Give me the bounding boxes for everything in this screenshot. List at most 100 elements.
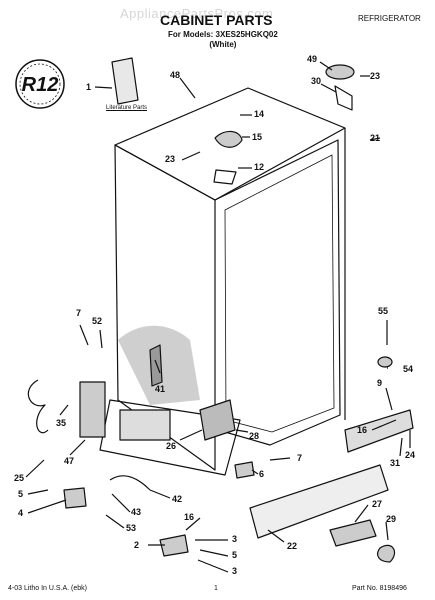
literature-booklet-icon [111, 57, 139, 105]
model-info: For Models: 3XES25HGKQ02 (White) [168, 30, 278, 50]
leader-4 [27, 499, 67, 514]
cabinet-front-left [114, 144, 216, 471]
footer-litho: 4-03 Litho In U.S.A. (ebk) [8, 585, 87, 592]
leader-5a [27, 489, 49, 495]
callout-28: 28 [249, 431, 260, 441]
leader-53 [105, 514, 125, 529]
footer-part-number: Part No. 8198496 [352, 585, 407, 592]
leader-5b [199, 549, 229, 557]
cabinet-opening [214, 139, 341, 446]
leader-30 [320, 83, 337, 93]
callout-22: 22 [287, 541, 298, 551]
seal-text: R12 [22, 74, 59, 96]
leader-28 [235, 429, 249, 433]
leader-23b [181, 151, 201, 161]
watermark: AppliancePartsPros.com [120, 6, 274, 21]
category-label: REFRIGERATOR [358, 14, 421, 23]
leader-26 [179, 429, 203, 441]
leader-49 [319, 61, 333, 71]
callout-9: 9 [377, 378, 383, 388]
model-color: (White) [209, 40, 237, 49]
literature-parts-label: Literature Parts [106, 105, 148, 111]
model-number: For Models: 3XES25HGKQ02 [168, 30, 278, 39]
callout-24: 24 [405, 450, 416, 460]
grille-icon [249, 464, 389, 539]
leader-9 [385, 387, 393, 411]
callout-27: 27 [372, 499, 383, 509]
spring-icon [149, 344, 163, 387]
leader-25 [25, 459, 45, 478]
hinge-bracket-icon [334, 85, 353, 111]
leader-48 [179, 77, 196, 99]
callout-29: 29 [386, 514, 397, 524]
roller-icon [63, 487, 87, 509]
callout-5a: 5 [18, 489, 24, 499]
callout-43: 43 [131, 507, 142, 517]
leader-7a [79, 324, 89, 346]
callout-7b: 7 [297, 453, 303, 463]
callout-31: 31 [390, 458, 401, 468]
leader-31 [399, 437, 403, 457]
callout-52: 52 [92, 316, 103, 326]
callout-41: 41 [155, 384, 166, 394]
leader-16a [371, 419, 397, 431]
callout-3b: 3 [232, 566, 238, 576]
footer-page: 1 [214, 585, 218, 592]
condenser-icon [79, 381, 106, 438]
callout-7a: 7 [76, 308, 82, 318]
top-hinge-icon [214, 130, 243, 148]
leader-6 [251, 469, 259, 475]
filter-icon [329, 519, 377, 547]
callout-25: 25 [14, 473, 25, 483]
toe-grille-icon [344, 409, 414, 453]
leader-43 [111, 493, 131, 513]
leveler-icon [377, 356, 393, 368]
leader-41 [154, 359, 161, 374]
leader-1 [94, 86, 113, 89]
leader-42 [149, 489, 171, 499]
front-roller-icon [159, 534, 189, 557]
callout-2: 2 [134, 540, 140, 550]
callout-35: 35 [56, 418, 67, 428]
leader-16b [185, 517, 201, 531]
callout-54: 54 [403, 364, 414, 374]
hinge-plate-icon [213, 169, 237, 185]
leader-35 [59, 404, 69, 416]
leader-7b [269, 457, 291, 461]
r12-seal-icon: R12 [15, 59, 65, 109]
callout-23a: 23 [370, 71, 381, 81]
leader-3b [197, 559, 229, 573]
callout-5b: 5 [232, 550, 238, 560]
callout-6: 6 [259, 469, 265, 479]
drain-tube-icon [109, 475, 151, 491]
callout-49: 49 [307, 54, 318, 64]
callout-53: 53 [126, 523, 137, 533]
callout-3a: 3 [232, 534, 238, 544]
leader-22 [267, 529, 285, 543]
callout-55: 55 [378, 306, 389, 316]
compressor-icon [119, 409, 171, 441]
clip-icon [234, 461, 255, 479]
callout-30: 30 [311, 76, 322, 86]
callout-1: 1 [86, 82, 92, 92]
filter-cap-icon [377, 544, 395, 563]
callout-14: 14 [254, 109, 265, 119]
cabinet-inner-liner [224, 154, 335, 433]
callout-42: 42 [172, 494, 183, 504]
callout-21: 21 [370, 133, 381, 143]
callout-47: 47 [64, 456, 75, 466]
leader-52 [99, 329, 103, 349]
callout-15: 15 [252, 132, 263, 142]
coil-tube-icon [27, 379, 49, 434]
callout-48: 48 [170, 70, 181, 80]
leader-47 [69, 439, 86, 456]
fan-motor-icon [199, 399, 236, 441]
page-title: CABINET PARTS [160, 12, 273, 28]
callout-23b: 23 [165, 154, 176, 164]
callout-4: 4 [18, 508, 24, 518]
leader-21 [369, 137, 381, 141]
hinge-cover-icon [325, 64, 355, 80]
leader-27 [354, 504, 369, 523]
callout-16a: 16 [357, 425, 368, 435]
